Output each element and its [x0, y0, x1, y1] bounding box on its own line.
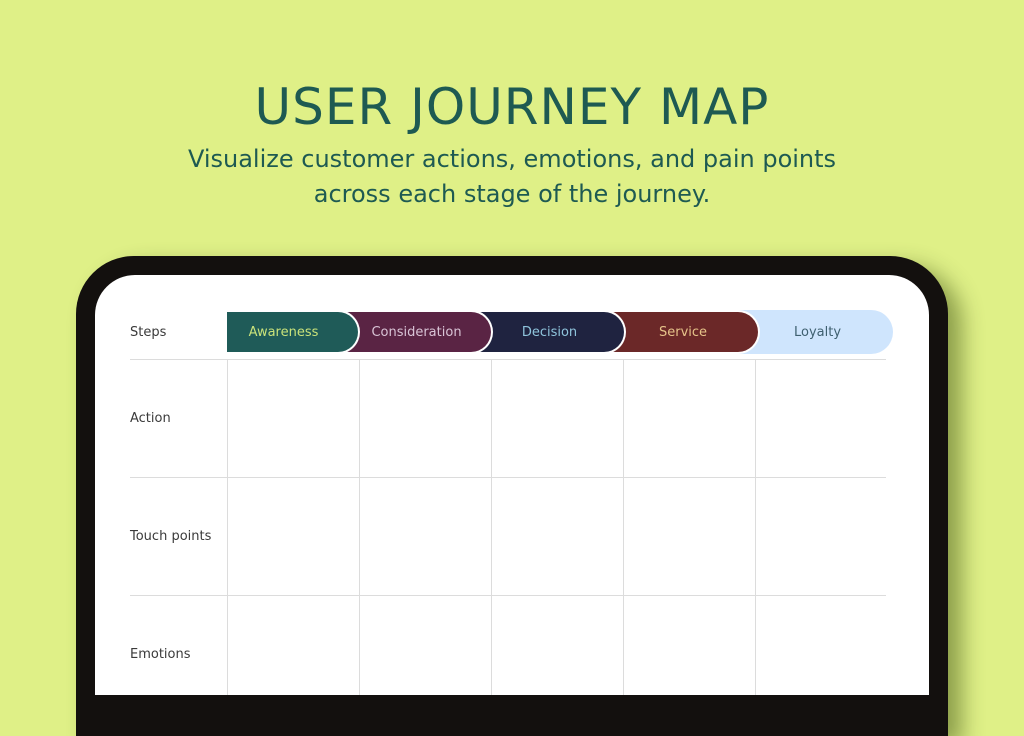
row-label-steps: Steps [130, 325, 167, 340]
row-label-emotions: Emotions [130, 647, 191, 662]
page-subtitle: Visualize customer actions, emotions, an… [0, 142, 1024, 212]
stage-awareness[interactable]: Awareness [227, 310, 360, 354]
divider [623, 359, 624, 695]
subtitle-line: across each stage of the journey. [313, 180, 711, 208]
page-title: USER JOURNEY MAP [254, 78, 770, 136]
row-label-action: Action [130, 411, 171, 426]
stage-label: Consideration [371, 324, 462, 340]
stage-label: Loyalty [793, 324, 842, 340]
row-label-touch-points: Touch points [130, 529, 212, 544]
stage-label: Awareness [248, 324, 319, 340]
divider [491, 359, 492, 695]
divider [755, 359, 756, 695]
divider [359, 359, 360, 695]
journey-map-board: Steps Action Touch points Emotions Aware… [95, 275, 929, 695]
stage-label: Service [658, 324, 708, 340]
stage-label: Decision [521, 324, 578, 340]
divider [130, 595, 886, 596]
divider [227, 359, 228, 695]
divider [130, 477, 886, 478]
divider [130, 359, 886, 360]
subtitle-line: Visualize customer actions, emotions, an… [187, 145, 837, 173]
